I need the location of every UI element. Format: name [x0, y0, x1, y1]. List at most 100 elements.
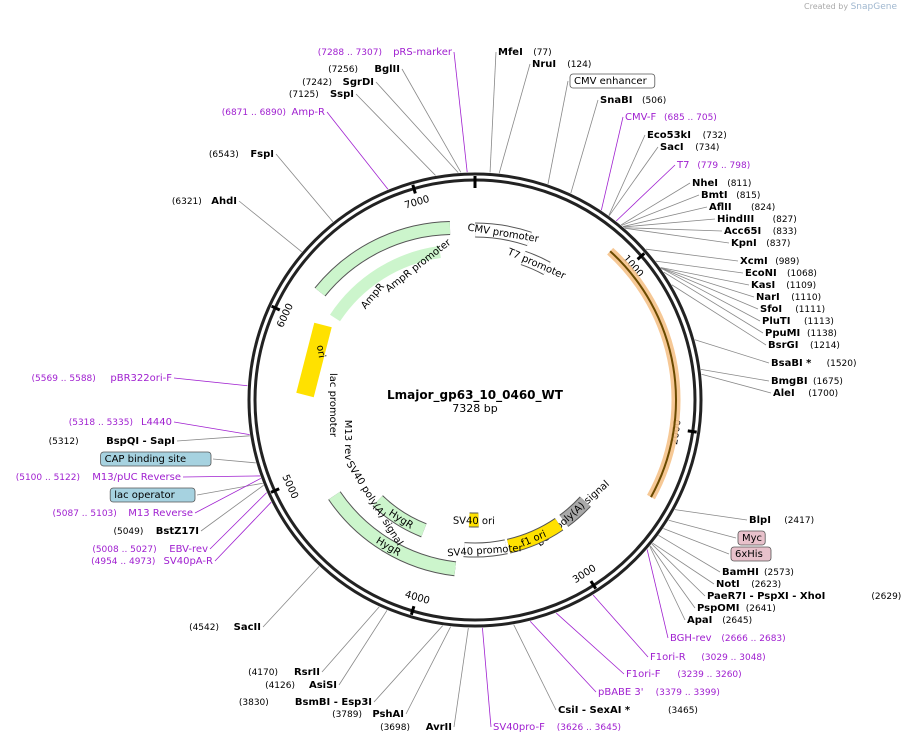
site-nrui[interactable]: NruI(124) — [532, 59, 591, 70]
leader-line — [173, 421, 250, 436]
site-sv40pa-r[interactable]: SV40pA-R(4954 .. 4973) — [91, 556, 213, 567]
site-csii[interactable]: CsiI - SexAI *(3465) — [558, 705, 698, 716]
site-snabi[interactable]: SnaBI(506) — [600, 95, 666, 106]
site-position: (824) — [751, 203, 775, 213]
leader-line — [624, 227, 730, 244]
site-name: PaeR7I - PspXI - XhoI — [707, 591, 825, 602]
site-name: CMV enhancer — [574, 76, 648, 87]
site-name: SacII — [234, 622, 261, 633]
site-lac-operator-box — [109, 487, 196, 503]
site-cmv-enhancer[interactable]: CMV enhancer — [569, 73, 656, 89]
site-saci[interactable]: SacI(734) — [660, 142, 719, 153]
leader-line — [652, 542, 715, 585]
site-name: 6xHis — [735, 549, 763, 560]
leader-line — [355, 93, 436, 176]
site-position: (1214) — [810, 341, 840, 351]
site-myc[interactable]: Myc — [737, 530, 766, 546]
site-lac-operator[interactable]: lac operator — [109, 487, 196, 503]
site-position: (7256) — [328, 65, 358, 75]
site-l4440[interactable]: L4440(5318 .. 5335) — [69, 417, 172, 428]
site-prs-marker[interactable]: pRS-marker(7288 .. 7307) — [318, 47, 453, 58]
leader-line — [489, 51, 497, 173]
site-position: (2417) — [784, 516, 814, 526]
leader-line — [570, 99, 599, 194]
site-pspomi[interactable]: PspOMI(2641) — [697, 603, 776, 614]
site-labels: pRS-marker(7288 .. 7307) BglII(7256) SgrDI… — [16, 47, 902, 733]
site-econi[interactable]: EcoNI(1068) — [745, 268, 817, 279]
site-pshai[interactable]: PshAI(3789) — [332, 709, 404, 720]
site-f1ori-f[interactable]: F1ori-F(3239 .. 3260) — [626, 669, 742, 680]
site-amp-r[interactable]: Amp-R(6871 .. 6890) — [222, 107, 325, 118]
site-m13-puc-reverse[interactable]: M13/pUC Reverse(5100 .. 5122) — [16, 472, 181, 483]
site-position: (3830) — [239, 698, 269, 708]
site-position: (1110) — [791, 293, 821, 303]
site-sacii[interactable]: SacII(4542) — [189, 622, 261, 633]
site-eco53ki[interactable]: Eco53kI(732) — [647, 130, 727, 141]
leader-line — [600, 116, 624, 211]
site-ppumi[interactable]: PpuMI(1138) — [765, 328, 837, 339]
site-ebv-rev[interactable]: EBV-rev(5008 .. 5027) — [92, 544, 208, 555]
leader-line — [498, 63, 531, 174]
site-rsrii[interactable]: RsrII(4170) — [248, 667, 320, 678]
site-bmgbi[interactable]: BmgBI(1675) — [771, 376, 843, 387]
site-fspi[interactable]: FspI(6543) — [209, 149, 274, 160]
site-sspi[interactable]: SspI(7125) — [289, 89, 354, 100]
site-f1ori-r[interactable]: F1ori-R(3029 .. 3048) — [650, 652, 766, 663]
site-apai[interactable]: ApaI(2645) — [687, 615, 752, 626]
site-6xhis[interactable]: 6xHis — [730, 546, 772, 562]
site-nari[interactable]: NarI(1110) — [756, 292, 821, 303]
site-position: (6543) — [209, 150, 239, 160]
site-bamhi[interactable]: BamHI(2573) — [722, 567, 794, 578]
site-kpni[interactable]: KpnI(837) — [731, 238, 790, 249]
site-position: (779 .. 798) — [697, 161, 750, 171]
ruler-label: 5000 — [279, 473, 300, 501]
sv40-promoter-arc-label: SV40 promoter — [447, 543, 524, 559]
site-bmti[interactable]: BmtI(815) — [701, 190, 760, 201]
site-myc-box — [737, 530, 766, 546]
site-name: BstZ17I — [156, 526, 199, 537]
ruler-label: 3000 — [571, 563, 598, 586]
site-bsabi[interactable]: BsaBI *(1520) — [771, 358, 857, 369]
leader-line — [649, 546, 686, 621]
site-kasi[interactable]: KasI(1109) — [751, 280, 816, 291]
site-xcmi[interactable]: XcmI(989) — [740, 256, 799, 267]
site-sgrdi[interactable]: SgrDI(7242) — [302, 77, 374, 88]
site-name: BsaBI * — [771, 358, 812, 369]
leader-line — [453, 627, 469, 728]
site-pluti[interactable]: PluTI(1113) — [762, 316, 834, 327]
site-nhei[interactable]: NheI(811) — [692, 178, 751, 189]
site-noti[interactable]: NotI(2623) — [716, 579, 781, 590]
site-paer7i[interactable]: PaeR7I - PspXI - XhoI(2629) — [707, 591, 901, 602]
site-sv40pro-f[interactable]: SV40pro-F(3626 .. 3645) — [493, 722, 621, 733]
leader-line — [338, 610, 388, 686]
site-bspqi[interactable]: BspQI - SapI(5312) — [49, 436, 175, 447]
site-bsmbi[interactable]: BsmBI - Esp3I(3830) — [239, 697, 372, 708]
site-bsrgi[interactable]: BsrGI (1214) — [768, 340, 840, 351]
site-ahdi[interactable]: AhdI(6321) — [172, 196, 237, 207]
site-name: F1ori-F — [626, 669, 661, 680]
site-bstz17i[interactable]: BstZ17I(5049) — [113, 526, 199, 537]
site-pbr322ori-f[interactable]: pBR322ori-F(5569 .. 5588) — [32, 373, 173, 384]
site-asisi[interactable]: AsiSI(4126) — [265, 680, 337, 691]
site-bgh-rev[interactable]: BGH-rev(2666 .. 2683) — [670, 633, 786, 644]
site-name: SgrDI — [343, 77, 374, 88]
leader-lines — [173, 51, 772, 728]
leader-line — [453, 51, 468, 173]
site-m13-reverse[interactable]: M13 Reverse(5087 .. 5103) — [53, 508, 193, 519]
site-t7[interactable]: T7(779 .. 798) — [676, 160, 750, 171]
site-alei[interactable]: AleI(1700) — [773, 388, 838, 399]
site-acc65i[interactable]: Acc65I(833) — [724, 226, 797, 237]
site-cmv-f[interactable]: CMV-F(685 .. 705) — [625, 112, 717, 123]
site-sfoi[interactable]: SfoI(1111) — [760, 304, 825, 315]
site-hindiii[interactable]: HindIII(827) — [717, 214, 797, 225]
site-mfei[interactable]: MfeI(77) — [498, 47, 552, 58]
site-bglii[interactable]: BglII(7256) — [328, 64, 400, 75]
site-avrii[interactable]: AvrII(3698) — [380, 722, 452, 733]
leader-line — [622, 206, 708, 227]
site-pbabe-3[interactable]: pBABE 3'(3379 .. 3399) — [598, 687, 720, 698]
site-aflii[interactable]: AflII(824) — [709, 202, 775, 213]
leader-line — [182, 475, 261, 478]
site-cap-binding-site[interactable]: CAP binding site — [100, 451, 212, 467]
site-blpi[interactable]: BlpI(2417) — [749, 515, 814, 526]
site-name: BsrGI — [768, 340, 798, 351]
